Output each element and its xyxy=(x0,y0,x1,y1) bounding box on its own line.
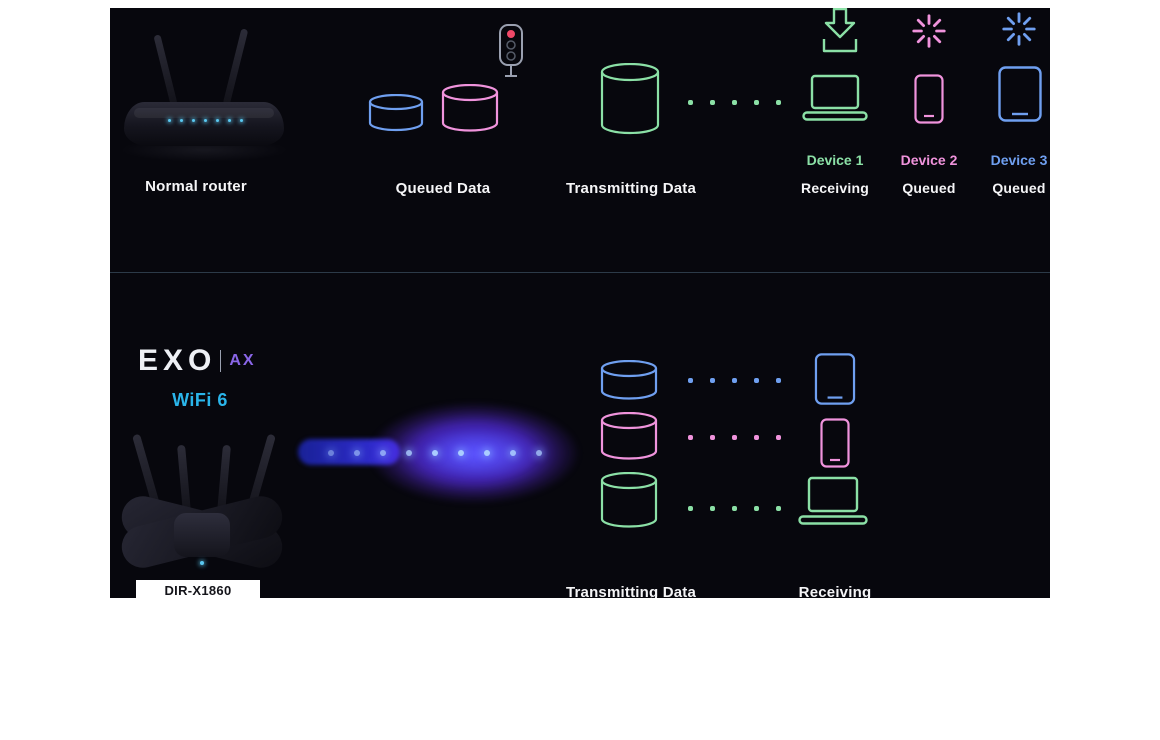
wifi-beam-dots xyxy=(328,450,542,456)
device2-name: Device 2 xyxy=(900,152,958,168)
data-stream-dots-green xyxy=(688,506,781,511)
device3-status: Queued xyxy=(992,180,1046,196)
smartphone-icon xyxy=(820,418,850,468)
data-stream-dots-pink xyxy=(688,435,781,440)
router-antenna xyxy=(177,444,191,514)
data-stream-dots-blue xyxy=(688,378,781,383)
transmitting-cylinder-pink data-cylinder-icon xyxy=(600,412,658,460)
transmitting-cylinder-green data-cylinder-icon xyxy=(600,63,660,135)
router-antenna xyxy=(222,28,249,106)
receiving-label: Receiving xyxy=(798,584,872,598)
router-body xyxy=(124,102,284,146)
traffic-light-icon xyxy=(496,23,526,81)
exo-logo: EXO AX xyxy=(138,344,256,378)
logo-divider xyxy=(220,350,222,372)
normal-router-image xyxy=(118,26,293,181)
tablet-icon xyxy=(998,66,1042,122)
router-antenna xyxy=(153,34,178,106)
brand-ax: AX xyxy=(229,352,256,369)
download-tray-icon xyxy=(820,8,860,54)
router-leds xyxy=(168,119,243,122)
router-body-center xyxy=(174,513,230,557)
transmitting-data-label: Transmitting Data xyxy=(565,180,697,197)
model-badge: DIR-X1860 xyxy=(136,580,260,598)
data-stream-dots-green xyxy=(688,100,781,105)
queued-data-label: Queued Data xyxy=(395,180,491,197)
device3-name: Device 3 xyxy=(990,152,1048,168)
queued-disc-pink data-cylinder-icon xyxy=(441,84,499,132)
device1-status: Receiving xyxy=(801,180,869,196)
laptop-icon xyxy=(802,74,868,122)
smartphone-icon xyxy=(914,74,944,124)
section-divider xyxy=(110,272,1050,273)
loading-spinner-icon xyxy=(1000,10,1038,48)
router-led xyxy=(200,561,204,565)
router-highlight xyxy=(134,108,274,118)
laptop-icon xyxy=(798,476,868,526)
transmitting-cylinder-blue data-cylinder-icon xyxy=(600,360,658,400)
device1-name: Device 1 xyxy=(806,152,864,168)
queued-disc-blue data-cylinder-icon xyxy=(368,94,424,132)
transmitting-data-label: Transmitting Data xyxy=(565,584,697,598)
wifi6-label: WiFi 6 xyxy=(172,390,228,410)
device2-status: Queued xyxy=(902,180,956,196)
tablet-icon xyxy=(814,353,856,405)
normal-router-label: Normal router xyxy=(145,178,247,195)
brand-exo: EXO xyxy=(138,344,217,377)
router-comparison-diagram: Normal router Queued Data xyxy=(110,8,1050,598)
wifi6-router-image xyxy=(112,413,292,581)
loading-spinner-icon xyxy=(910,12,948,50)
transmitting-cylinder-green data-cylinder-icon xyxy=(600,472,658,528)
